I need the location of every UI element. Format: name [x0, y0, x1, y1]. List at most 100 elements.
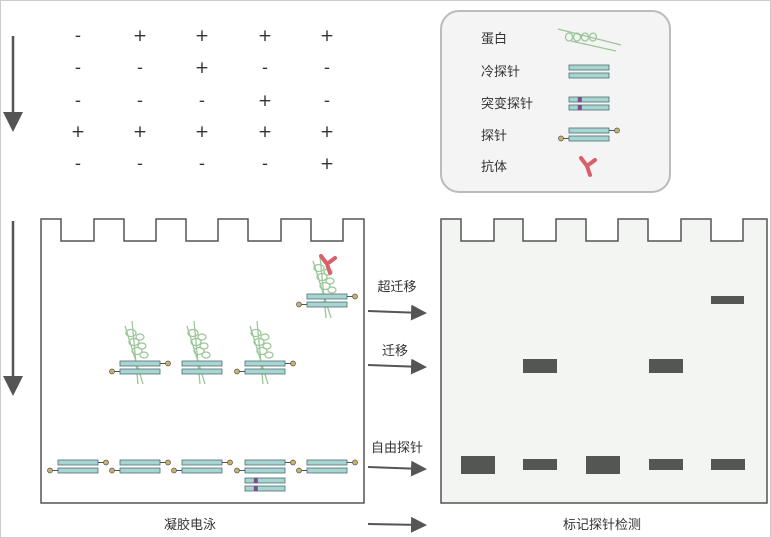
protein-loop: [327, 286, 337, 294]
dna-strand: [306, 293, 348, 300]
supershift-complex: [296, 254, 358, 319]
dna-strand: [57, 459, 99, 466]
dna-strand: [568, 64, 610, 71]
protein-loop: [313, 263, 325, 273]
protein-loop: [316, 272, 328, 282]
dna-strand: [119, 368, 161, 375]
dna-strand: [568, 72, 610, 79]
protein-loop: [260, 333, 270, 341]
protein-loop: [572, 32, 582, 42]
label-dot: [614, 127, 620, 134]
shift-label: 迁移: [382, 344, 408, 359]
protein-loop: [197, 333, 207, 341]
table-cell: +: [71, 122, 85, 142]
protein-loop: [125, 328, 137, 338]
table-cell: -: [262, 58, 268, 78]
protein-loop: [135, 333, 145, 341]
detection-gel: [440, 218, 768, 504]
antibody-icon: [579, 156, 597, 177]
antibody: [319, 254, 337, 275]
label-dot: [296, 467, 302, 474]
detection-label: 标记探针检测: [563, 518, 641, 533]
protein-loop: [128, 337, 140, 347]
legend-box: [440, 10, 671, 193]
table-cell: -: [75, 91, 81, 111]
label-dot: [165, 459, 171, 466]
protein-loop: [564, 32, 574, 42]
label-dot: [103, 459, 109, 466]
band: [523, 459, 557, 470]
dna-strand: [244, 459, 286, 466]
table-cell: -: [199, 91, 205, 111]
protein-loop: [193, 346, 205, 356]
free-probe-lane-1: [47, 459, 109, 474]
protein-loop: [187, 328, 199, 338]
mutant-probe-lane-4: [244, 477, 286, 492]
free-probe-lane-5: [296, 459, 358, 474]
table-cell: -: [199, 154, 205, 174]
label-dot: [290, 459, 296, 466]
legend-label: 冷探针: [481, 65, 520, 80]
label-dot: [47, 467, 53, 474]
table-cell: +: [133, 122, 147, 142]
dna-strand: [57, 467, 99, 474]
protein-loop: [190, 337, 202, 347]
cold-probe-icon: [568, 64, 610, 79]
protein-loop: [201, 351, 211, 359]
supershift-label: 超迁移: [377, 280, 416, 295]
protein-loop: [262, 342, 272, 350]
free-probe-label: 自由探针: [371, 441, 423, 456]
protein-loop: [325, 277, 335, 285]
protein-loop: [139, 351, 149, 359]
protein-icon: [557, 28, 622, 52]
dna-strand: [181, 467, 223, 474]
protein-loop: [253, 337, 265, 347]
table-cell: +: [320, 154, 334, 174]
dna-strand: [244, 477, 286, 484]
table-cell: -: [75, 154, 81, 174]
legend-label: 蛋白: [481, 31, 507, 47]
protein-loop: [264, 351, 274, 359]
label-dot: [352, 459, 358, 466]
label-dot: [171, 467, 177, 474]
band: [649, 359, 683, 373]
gel-label: 凝胶电泳: [164, 517, 216, 533]
table-cell: +: [133, 26, 147, 46]
label-dot: [165, 360, 171, 367]
process-arrow: [367, 516, 427, 533]
mutation-site: [253, 486, 258, 491]
mutation-site: [577, 97, 582, 102]
table-cell: +: [320, 26, 334, 46]
free-probe-lane-3: [171, 459, 233, 474]
protein-loop: [199, 342, 209, 350]
shift-arrow: [367, 358, 427, 375]
dna-strand: [181, 368, 223, 375]
band: [711, 296, 744, 304]
table-cell: -: [75, 26, 81, 46]
label-dot: [109, 467, 115, 474]
dna-strand: [181, 360, 223, 367]
dna-strand: [568, 96, 610, 103]
label-dot: [290, 360, 296, 367]
dna-strand: [244, 485, 286, 492]
dna-strand: [181, 459, 223, 466]
mutant-probe-icon: [568, 96, 610, 111]
table-cell: +: [195, 122, 209, 142]
protein-loop: [588, 32, 598, 42]
dna-strand: [568, 104, 610, 111]
protein-probe-complex: [109, 320, 171, 385]
table-cell: -: [324, 91, 330, 111]
dna-strand: [244, 360, 286, 367]
dna-strand: [244, 368, 286, 375]
condition-table: -++++--+-----+-+++++----+: [71, 26, 334, 174]
label-dot: [227, 459, 233, 466]
protein-loop: [131, 346, 143, 356]
dna-strand: [119, 459, 161, 466]
dna-strand: [306, 467, 348, 474]
legend-label: 突变探针: [481, 96, 533, 112]
protein-probe-complex: [181, 320, 223, 385]
table-cell: -: [324, 58, 330, 78]
free-probe-lane-2: [109, 459, 171, 474]
table-cell: +: [320, 122, 334, 142]
dna-strand: [306, 301, 348, 308]
